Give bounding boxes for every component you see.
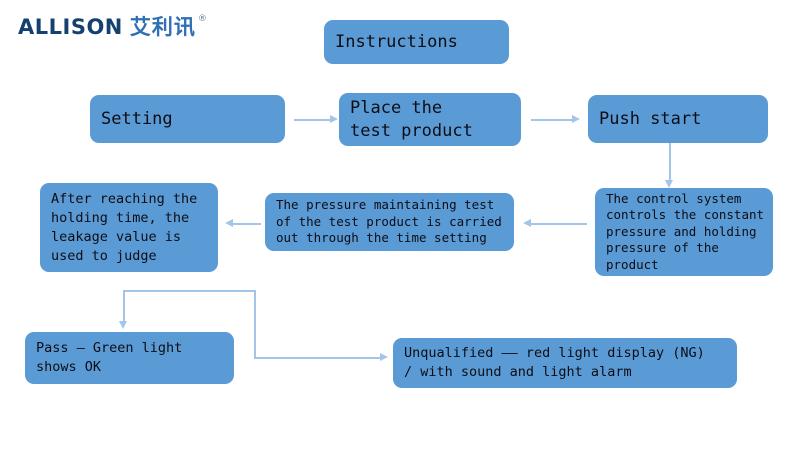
connector-branch-bus: [123, 290, 255, 292]
node-control-system: The control system controls the constant…: [595, 188, 773, 276]
node-line: pressure of the: [606, 240, 719, 256]
node-line: Unqualified —— red light display (NG): [404, 345, 705, 361]
node-line: pressure and holding: [606, 223, 757, 239]
arrowhead-branch-to-unqualified: [380, 353, 388, 361]
arrowhead-push-to-control: [665, 180, 673, 188]
node-line: The pressure maintaining test: [276, 197, 495, 213]
node-line: Instructions: [335, 31, 458, 52]
node-setting: Setting: [90, 95, 285, 143]
arrowhead-control-to-pressure: [523, 219, 531, 227]
node-line: After reaching the: [51, 190, 198, 207]
allison-logo: ALLISON 艾利讯 ®: [18, 14, 207, 40]
node-line: of the test product is carried: [276, 213, 502, 229]
node-line: / with sound and light alarm: [404, 364, 632, 380]
node-instructions-title: Instructions: [324, 20, 509, 64]
node-line: Pass – Green light: [36, 340, 183, 356]
arrowhead-place-to-push: [572, 115, 580, 123]
connector-place-to-push: [531, 119, 572, 121]
connector-push-to-control: [669, 143, 671, 180]
connector-branch-to-unqualified-horizontal: [254, 357, 380, 359]
node-line: used to judge: [51, 247, 157, 264]
node-line: leakage value is: [51, 228, 182, 245]
registered-trademark-icon: ®: [197, 14, 207, 24]
node-line: The control system: [606, 190, 742, 206]
node-place-test-product: Place the test product: [339, 93, 521, 146]
connector-control-to-pressure: [531, 223, 587, 225]
arrowhead-branch-to-pass: [119, 321, 127, 329]
node-line: holding time, the: [51, 209, 190, 226]
node-line: Setting: [101, 108, 173, 129]
node-line: Push start: [599, 108, 702, 129]
connector-branch-to-unqualified-vertical: [254, 290, 256, 358]
node-unqualified-result: Unqualified —— red light display (NG) / …: [393, 338, 737, 388]
node-line: out through the time setting: [276, 230, 487, 246]
node-line: Place the: [350, 97, 443, 118]
connector-branch-to-pass: [123, 290, 125, 322]
arrowhead-pressure-to-holding: [225, 219, 233, 227]
node-line: product: [606, 256, 659, 272]
logo-text-chinese: 艾利讯: [129, 15, 196, 39]
connector-pressure-to-holding: [233, 223, 261, 225]
node-holding-time-judge: After reaching the holding time, the lea…: [40, 183, 218, 272]
arrowhead-setting-to-place: [330, 115, 338, 123]
connector-setting-to-place: [294, 119, 330, 121]
node-line: controls the constant: [606, 207, 765, 223]
logo-text-english: ALLISON: [18, 15, 123, 39]
node-push-start: Push start: [588, 95, 768, 143]
node-pressure-maintaining-test: The pressure maintaining test of the tes…: [265, 193, 514, 251]
node-line: shows OK: [36, 359, 102, 375]
node-line: test product: [350, 120, 473, 141]
node-pass-result: Pass – Green light shows OK: [25, 332, 234, 384]
